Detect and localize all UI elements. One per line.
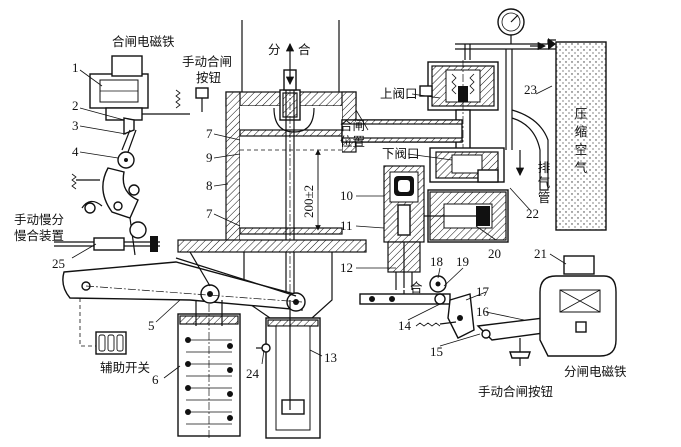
valve-piston-20: [424, 189, 509, 243]
callout-22: 22: [526, 206, 539, 221]
callout-2: 2: [72, 98, 79, 113]
piston-rod: [283, 46, 297, 320]
callout-3: 3: [72, 118, 79, 133]
buffer-cylinder: [256, 300, 321, 439]
callout-19: 19: [456, 254, 469, 269]
leader-lines: [71, 69, 567, 379]
callout-6: 6: [152, 372, 159, 387]
callout-7b: 7: [206, 206, 213, 221]
stroke-dimension: 200±2: [301, 149, 321, 231]
callout-20: 20: [488, 246, 501, 261]
aux-switch-label: 辅助开关: [100, 360, 150, 375]
closing-electromagnet: [89, 55, 190, 121]
callout-11: 11: [340, 218, 353, 233]
auxiliary-valve: [383, 165, 425, 290]
open-arrow-label: 分: [268, 42, 281, 57]
lower-valve-block: [429, 147, 505, 183]
latch-linkage: [71, 117, 147, 256]
callout-14: 14: [398, 318, 412, 333]
exhaust-pipe-vertical-label: 排气管: [538, 160, 551, 205]
callout-10: 10: [340, 188, 353, 203]
manual-close-button-bottom-label: 手动合闸按钮: [478, 384, 553, 399]
callout-18: 18: [430, 254, 443, 269]
callout-25: 25: [52, 256, 65, 271]
manual-close-button-top-label-2: 按钮: [196, 70, 221, 85]
compressed-air-vertical-label: 压缩空气: [575, 106, 588, 175]
dimension-label: 200±2: [301, 185, 316, 218]
callout-12: 12: [340, 260, 353, 275]
close-position-label-1: 合闸: [340, 118, 365, 133]
opening-electromagnet-label: 分闸电磁铁: [564, 364, 627, 379]
compressed-air-vertical-text: 压缩空气: [568, 100, 594, 180]
close-arrow-label: 合: [298, 42, 311, 57]
text-labels: 合闸电磁铁 手动合闸 按钮 分 合 合闸 位置 上阀口 下阀口 手动慢分 慢合装…: [14, 34, 627, 399]
callout-numbers: 1 2 3 4 5 6 7 7 8 9 10 11 12 13 14 15 16…: [52, 60, 547, 387]
opening-electromagnet: [539, 255, 617, 357]
callout-13: 13: [324, 350, 337, 365]
close-position-label-2: 位置: [340, 134, 365, 149]
manual-close-button-top-label-1: 手动合闸: [182, 54, 232, 69]
callout-16: 16: [476, 304, 490, 319]
callout-24: 24: [246, 366, 260, 381]
trip-mechanism: [359, 275, 475, 339]
lower-valve-port-label: 下阀口: [382, 146, 420, 161]
callout-1: 1: [72, 60, 79, 75]
close-small-label: 合: [410, 280, 423, 295]
air-piping: [455, 38, 556, 191]
slow-manual-device: [54, 236, 160, 252]
callout-5: 5: [148, 318, 155, 333]
upper-valve-block: [419, 61, 499, 111]
aux-switch: [79, 298, 127, 355]
callout-23: 23: [524, 82, 537, 97]
callout-21: 21: [534, 246, 547, 261]
callout-15: 15: [430, 344, 443, 359]
slow-device-label-1: 手动慢分: [14, 212, 64, 227]
upper-valve-port-label: 上阀口: [380, 86, 418, 101]
manual-close-button-top: [175, 87, 209, 112]
callout-8: 8: [206, 178, 213, 193]
callout-4: 4: [72, 144, 79, 159]
main-cylinder: [225, 91, 463, 243]
callout-9: 9: [206, 150, 213, 165]
callout-17: 17: [476, 284, 490, 299]
exhaust-pipe-label: 排气管: [538, 160, 551, 205]
slow-device-label-2: 慢合装置: [14, 228, 64, 243]
callout-7a: 7: [206, 126, 213, 141]
pressure-gauge-icon: [497, 8, 525, 44]
closing-electromagnet-label: 合闸电磁铁: [112, 34, 175, 49]
spring-6: [177, 300, 241, 440]
main-lever: [62, 251, 306, 312]
